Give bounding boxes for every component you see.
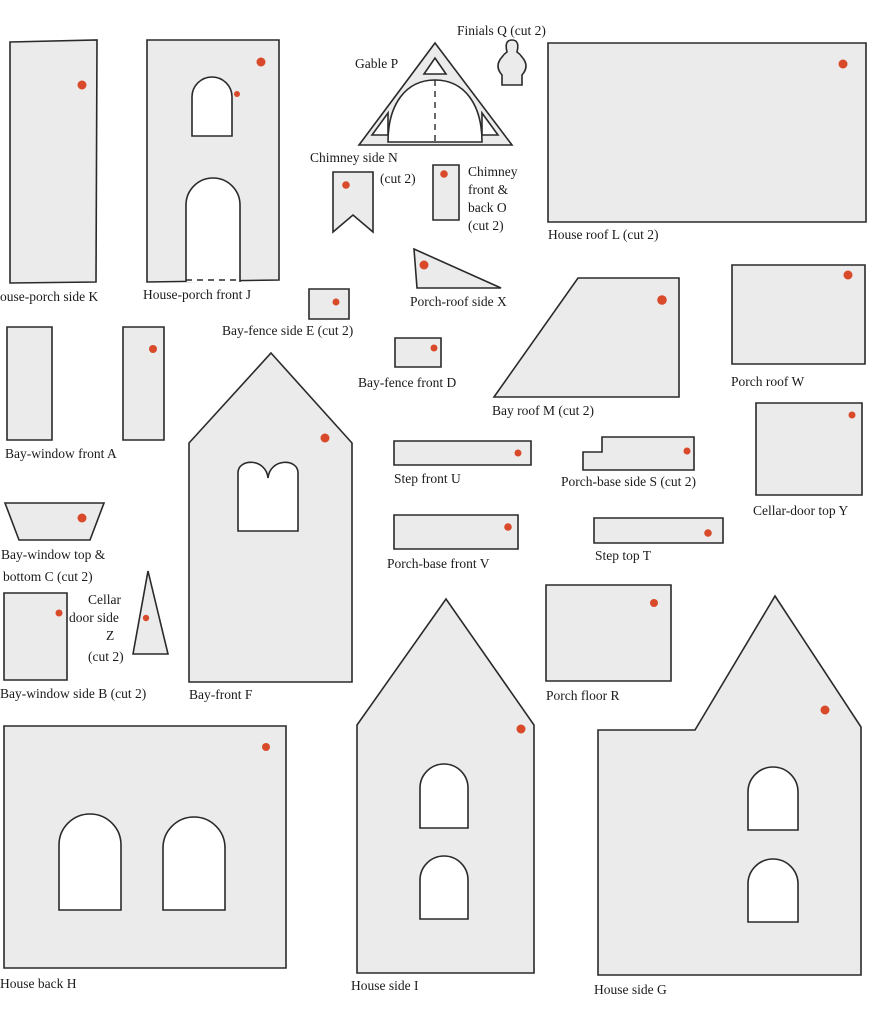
label-chimney-front-back-o-1: Chimney <box>468 164 518 179</box>
label-cellar-door-side-z-4: (cut 2) <box>88 649 124 664</box>
label-finials-q: Finials Q (cut 2) <box>457 23 546 38</box>
piece-bay-fence-side-e <box>308 288 350 320</box>
label-chimney-side-n-2: (cut 2) <box>380 171 416 186</box>
label-house-porch-front-j: House-porch front J <box>143 287 251 302</box>
label-house-porch-side-k: ouse-porch side K <box>0 289 98 304</box>
marker-dot <box>142 614 150 622</box>
window-opening <box>419 855 469 920</box>
window-opening <box>58 813 122 911</box>
marker-dot <box>55 609 63 617</box>
marker-dot <box>149 345 157 353</box>
piece-house-back-h <box>3 725 287 969</box>
marker-dot <box>504 523 512 531</box>
piece-porch-roof-w <box>731 264 866 365</box>
piece-house-roof-l <box>547 42 867 223</box>
window-opening <box>419 763 469 829</box>
marker-dot <box>650 599 658 607</box>
label-house-roof-l: House roof L (cut 2) <box>548 227 658 242</box>
label-house-back-h: House back H <box>0 976 77 991</box>
piece-chimney-front-back-o <box>432 164 460 221</box>
piece-house-porch-side-k <box>9 39 98 284</box>
marker-dot <box>430 344 438 352</box>
label-house-side-g: House side G <box>594 982 667 997</box>
label-porch-roof-w: Porch roof W <box>731 374 804 389</box>
gable-vent-top <box>422 56 448 75</box>
piece-porch-floor-r <box>545 584 672 682</box>
label-bay-roof-m: Bay roof M (cut 2) <box>492 403 594 418</box>
piece-bay-front-f <box>188 351 353 683</box>
piece-bay-roof-m <box>492 277 680 398</box>
marker-dot <box>342 181 350 189</box>
marker-dot <box>234 91 240 97</box>
piece-bay-window-front-a <box>6 326 53 441</box>
label-chimney-front-back-o-3: back O <box>468 200 507 215</box>
label-cellar-door-side-z-3: Z <box>106 628 114 643</box>
marker-dot <box>516 724 526 734</box>
piece-bay-window-side-b <box>3 592 68 681</box>
label-chimney-front-back-o-2: front & <box>468 182 509 197</box>
marker-dot <box>683 447 691 455</box>
label-house-side-i: House side I <box>351 978 419 993</box>
piece-chimney-side-n <box>332 171 374 234</box>
piece-cellar-door-top-y <box>755 402 863 496</box>
label-cellar-door-top-y: Cellar-door top Y <box>753 503 848 518</box>
marker-dot <box>514 449 522 457</box>
piece-porch-roof-side-x <box>413 247 502 289</box>
label-gable-p: Gable P <box>355 56 398 71</box>
piece-porch-base-side-s <box>582 436 695 471</box>
marker-dot <box>843 270 853 280</box>
piece-step-front-u <box>393 440 532 466</box>
label-porch-base-side-s: Porch-base side S (cut 2) <box>561 474 696 489</box>
piece-bay-window-front-a-2 <box>122 326 165 441</box>
label-bay-window-top-bottom-c-1: Bay-window top & <box>1 547 106 562</box>
label-chimney-side-n-1: Chimney side N <box>310 150 398 165</box>
piece-cellar-door-side-z <box>132 570 170 655</box>
window-opening <box>747 766 799 831</box>
marker-dot <box>440 170 448 178</box>
label-porch-floor-r: Porch floor R <box>546 688 620 703</box>
window-opening <box>747 858 799 923</box>
label-bay-fence-side-e: Bay-fence side E (cut 2) <box>222 323 353 338</box>
gable-vent-right <box>481 110 500 136</box>
piece-step-top-t <box>593 517 724 544</box>
label-cellar-door-side-z-2: door side <box>69 610 119 625</box>
marker-dot <box>820 705 830 715</box>
piece-bay-fence-front-d <box>394 337 442 368</box>
piece-bay-window-top-bottom-c <box>3 502 106 541</box>
label-step-top-t: Step top T <box>595 548 652 563</box>
label-bay-window-side-b: Bay-window side B (cut 2) <box>0 686 146 701</box>
marker-dot <box>657 295 667 305</box>
label-bay-window-top-bottom-c-2: bottom C (cut 2) <box>3 569 93 584</box>
window-opening <box>162 816 226 911</box>
marker-dot <box>262 743 270 751</box>
label-cellar-door-side-z-1: Cellar <box>88 592 121 607</box>
window-opening <box>191 76 233 137</box>
bay-window-opening <box>237 461 299 532</box>
label-step-front-u: Step front U <box>394 471 461 486</box>
marker-dot <box>320 433 330 443</box>
door-opening <box>185 177 241 282</box>
marker-dot <box>838 59 848 69</box>
piece-house-side-g <box>597 594 862 976</box>
marker-dot <box>848 411 856 419</box>
label-bay-front-f: Bay-front F <box>189 687 253 702</box>
marker-dot <box>77 80 87 90</box>
marker-dot <box>256 57 266 67</box>
marker-dot <box>704 529 712 537</box>
piece-finials-q <box>497 39 527 86</box>
marker-dot <box>332 298 340 306</box>
label-bay-fence-front-d: Bay-fence front D <box>358 375 456 390</box>
piece-porch-base-front-v <box>393 514 519 550</box>
label-porch-base-front-v: Porch-base front V <box>387 556 490 571</box>
label-porch-roof-side-x: Porch-roof side X <box>410 294 507 309</box>
piece-house-porch-front-j <box>146 39 280 283</box>
piece-house-side-i <box>356 597 535 974</box>
label-bay-window-front-a: Bay-window front A <box>5 446 117 461</box>
gable-vent-left <box>370 110 389 136</box>
marker-dot <box>77 513 87 523</box>
label-chimney-front-back-o-4: (cut 2) <box>468 218 504 233</box>
piece-gable-p <box>357 41 514 146</box>
marker-dot <box>419 260 429 270</box>
